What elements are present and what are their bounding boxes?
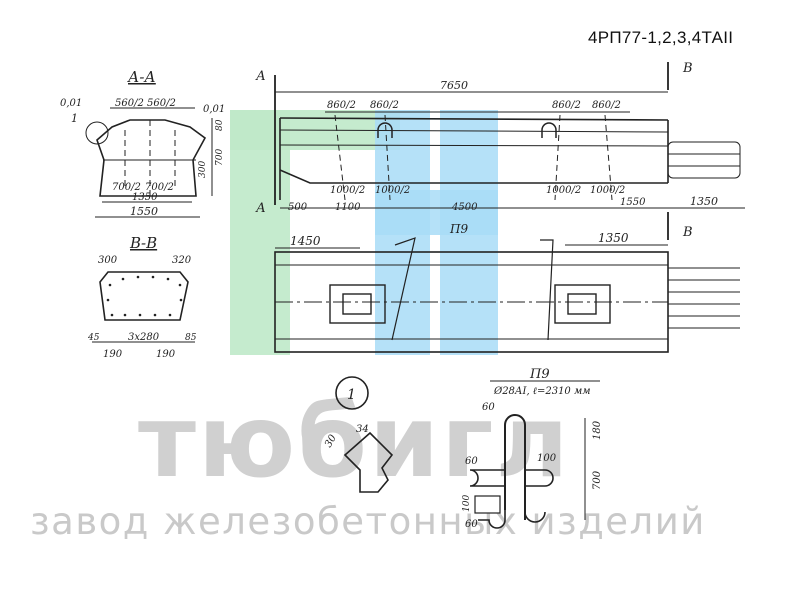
section-bb-dots <box>106 275 183 317</box>
beam-bottom <box>279 169 668 184</box>
detail-1-d34: 34 <box>356 424 369 435</box>
section-bb-l300: 300 <box>98 255 118 266</box>
bar-p9-loop-left <box>469 469 505 487</box>
taper-r2 <box>604 114 613 201</box>
detail-1-d30: 30 <box>323 432 339 449</box>
section-aa-bot-right: 700/2 <box>145 182 174 193</box>
bar-p9-hook-top <box>504 414 526 520</box>
plan-bar-label: П9 <box>449 222 468 236</box>
watermark-subtitle: завод железобетонных изделий <box>30 500 706 543</box>
bar-p9-d700: 700 <box>592 470 603 490</box>
mark-b-top: В <box>682 61 693 76</box>
plan-pocket-right-in <box>567 293 597 315</box>
section-bb-label: В-В <box>129 234 157 252</box>
bar-p9-block <box>474 495 501 514</box>
plan-pocket-left <box>329 284 386 324</box>
section-bb-l190: 190 <box>103 349 123 360</box>
section-aa-callout: 1 <box>71 112 78 125</box>
detail-1-callout: 1 <box>347 387 356 403</box>
bot-dim-1: 1000/2 <box>330 185 365 196</box>
section-aa-outline <box>96 119 207 197</box>
plan-pocket-left-in <box>342 293 372 315</box>
mark-a-bottom: А <box>255 201 266 216</box>
taper-l2 <box>384 114 391 201</box>
section-aa-top-right: 560/2 <box>147 98 176 109</box>
plan-bar-right <box>540 239 554 341</box>
section-bb-outline <box>99 271 189 321</box>
section-bb-r85: 85 <box>185 333 197 343</box>
bot-dim-2: 1000/2 <box>375 185 410 196</box>
bar-p9-d100b: 100 <box>462 495 472 512</box>
section-bb-r320: 320 <box>172 255 192 266</box>
bar-p9-loop-right <box>525 469 554 487</box>
section-aa-mid: 1350 <box>132 192 158 203</box>
bar-p9-spec: Ø28АI, ℓ=2310 мм <box>493 386 591 397</box>
section-bb-pitch: 3x280 <box>128 332 160 343</box>
section-bb-l45: 45 <box>87 333 100 343</box>
plan-1450: 1450 <box>290 234 321 248</box>
dim-500: 500 <box>288 202 308 213</box>
dim-4500: 4500 <box>451 202 478 213</box>
strand-end-right <box>667 141 741 179</box>
detail-1-callout-circle <box>335 376 369 410</box>
section-aa-slope-left: 0,01 <box>60 98 82 109</box>
lift-loop-left <box>377 122 393 138</box>
section-bb-r190: 190 <box>156 349 176 360</box>
section-aa-bot-left: 700/2 <box>112 182 141 193</box>
watermark-blue-bar <box>375 190 498 235</box>
dim-1100: 1100 <box>335 202 361 213</box>
section-aa-h80: 80 <box>215 119 225 131</box>
dim-1350: 1350 <box>690 195 718 208</box>
plan-bar-left <box>391 237 416 341</box>
mark-b-bottom: В <box>682 225 693 240</box>
bar-p9-d60c: 60 <box>465 519 478 530</box>
detail-1: 1 34 30 <box>323 376 394 493</box>
section-bb: В-В 300 320 45 3x280 85 190 190 <box>87 234 197 360</box>
lift-loop-right <box>541 122 557 138</box>
top-dim-1: 860/2 <box>327 100 356 111</box>
bar-p9-d100a: 100 <box>537 453 557 464</box>
section-aa: А-А 1 560/2 560/2 0,01 0,01 80 700 300 7… <box>60 68 225 218</box>
section-aa-full: 1550 <box>130 205 158 218</box>
detail-1-profile <box>343 431 394 493</box>
length-7650: 7650 <box>440 79 468 92</box>
bar-p9-d60a: 60 <box>482 402 495 413</box>
top-dim-4: 860/2 <box>592 100 621 111</box>
section-aa-top-left: 560/2 <box>115 98 144 109</box>
plan-pocket-right <box>554 284 611 324</box>
taper-l1 <box>334 114 346 201</box>
beam-top-edge <box>279 117 669 121</box>
section-aa-h700: 700 <box>215 149 225 166</box>
dim-1550: 1550 <box>620 197 646 208</box>
beam-mid-edge <box>279 144 669 147</box>
bar-p9: П9 Ø28АI, ℓ=2310 мм 60 60 60 100 100 180… <box>462 367 603 530</box>
bar-p9-foot <box>478 510 546 529</box>
bot-dim-4: 1000/2 <box>590 185 625 196</box>
top-dim-2: 860/2 <box>370 100 399 111</box>
section-aa-callout-circle <box>85 121 109 145</box>
section-aa-h300: 300 <box>198 161 208 178</box>
top-dim-3: 860/2 <box>552 100 581 111</box>
taper-r1 <box>554 114 561 201</box>
section-aa-label: А-А <box>127 68 156 86</box>
bar-p9-title: П9 <box>529 367 550 382</box>
section-aa-slope-right: 0,01 <box>203 104 225 115</box>
bar-p9-d180: 180 <box>592 420 603 440</box>
beam-top-edge2 <box>279 129 669 133</box>
bar-p9-d60b: 60 <box>465 456 478 467</box>
mark-a-top: А <box>255 69 266 84</box>
plan-view: В 1450 1350 П9 <box>274 212 740 353</box>
drawing-code: 4РП77-1,2,3,4ТАII <box>588 28 734 47</box>
bot-dim-3: 1000/2 <box>546 185 581 196</box>
plan-1350: 1350 <box>598 231 629 245</box>
elevation-view: А А В 7650 860/2 860/2 860/2 860/2 <box>255 61 745 216</box>
